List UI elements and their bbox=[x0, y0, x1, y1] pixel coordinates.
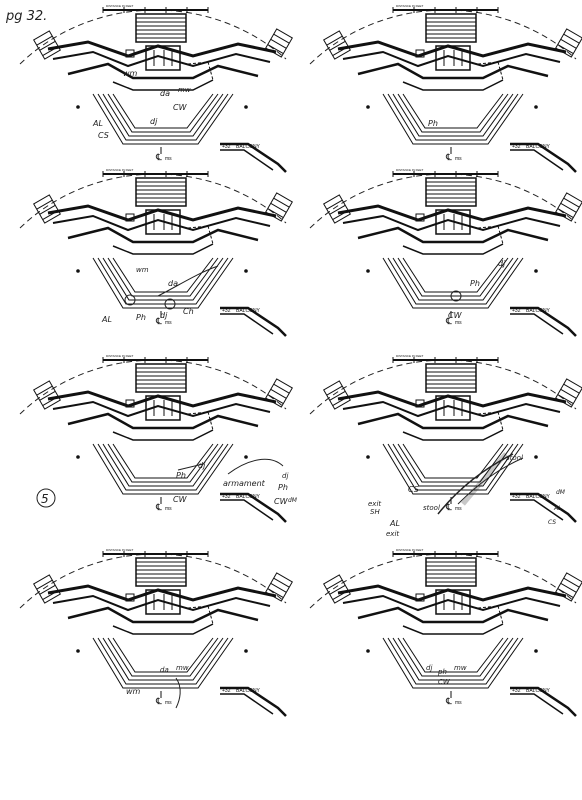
panel-2: DISTANCE IN FEET +32 BALCONY ℄ ms Ph bbox=[308, 4, 582, 174]
note: mw bbox=[178, 86, 191, 94]
balcony-elev: +32 bbox=[222, 308, 231, 314]
note: CW bbox=[448, 311, 463, 320]
scale-label: DISTANCE IN FEET bbox=[396, 354, 423, 358]
balcony-elev: +32 bbox=[222, 144, 231, 150]
page-label: pg 32. bbox=[5, 9, 47, 24]
center-sub: ms bbox=[455, 320, 462, 326]
note: mw bbox=[176, 664, 189, 672]
note: 5 bbox=[41, 492, 49, 506]
balcony-label: BALCONY bbox=[526, 144, 551, 150]
center-mark: ℄ bbox=[445, 316, 452, 326]
note: dj bbox=[498, 259, 506, 268]
note: Ph bbox=[176, 471, 186, 480]
scale-label: DISTANCE IN FEET bbox=[396, 548, 423, 552]
note: AL bbox=[92, 119, 103, 128]
scale-label: DISTANCE IN FEET bbox=[106, 354, 133, 358]
note: CW bbox=[274, 497, 289, 506]
panel-7: DISTANCE IN FEET +32 BALCONY ℄ ms da mw … bbox=[18, 548, 294, 718]
center-sub: ms bbox=[455, 700, 462, 706]
balcony-label: BALCONY bbox=[236, 144, 261, 150]
note: da bbox=[160, 666, 169, 674]
note: Ph bbox=[428, 119, 438, 128]
center-mark: ℄ bbox=[445, 152, 452, 162]
scale-label: DISTANCE IN FEET bbox=[106, 4, 133, 8]
note: da bbox=[168, 279, 178, 288]
scale-label: DISTANCE IN FEET bbox=[396, 4, 423, 8]
center-mark: ℄ bbox=[445, 502, 452, 512]
balcony-label: BALCONY bbox=[526, 308, 551, 314]
note: stool bbox=[506, 454, 523, 462]
note: CS bbox=[408, 485, 419, 494]
note: CW bbox=[438, 678, 451, 686]
note: wm bbox=[126, 687, 141, 696]
note: dM bbox=[556, 489, 566, 496]
center-sub: ms bbox=[455, 506, 462, 512]
scale-label: DISTANCE IN FEET bbox=[106, 168, 133, 172]
note: dj bbox=[282, 472, 288, 480]
panel-1: DISTANCE IN FEET +32 BALCONY ℄ ms wm da … bbox=[18, 4, 294, 174]
note: wm bbox=[136, 266, 149, 274]
note: SH bbox=[370, 508, 380, 516]
note: Ph bbox=[136, 313, 146, 322]
note: wm bbox=[123, 69, 138, 78]
note: dj bbox=[426, 664, 432, 672]
note: dj bbox=[198, 461, 206, 470]
panel-4: DISTANCE IN FEET +32 BALCONY ℄ ms dj Ph … bbox=[308, 168, 582, 338]
note: mw bbox=[454, 664, 467, 672]
balcony-label: BALCONY bbox=[236, 688, 261, 694]
note: exit bbox=[368, 500, 381, 508]
note: CW bbox=[173, 495, 188, 504]
center-mark: ℄ bbox=[155, 316, 162, 326]
note: exit bbox=[386, 530, 399, 538]
note: CS bbox=[98, 131, 109, 140]
note: dM bbox=[288, 497, 298, 504]
balcony-elev: +32 bbox=[512, 494, 521, 500]
scale-label: DISTANCE IN FEET bbox=[396, 168, 423, 172]
center-sub: ms bbox=[165, 506, 172, 512]
balcony-label: BALCONY bbox=[236, 308, 261, 314]
balcony-label: BALCONY bbox=[236, 494, 261, 500]
note: da bbox=[160, 89, 170, 98]
note: Ch bbox=[183, 307, 194, 316]
balcony-label: BALCONY bbox=[526, 494, 551, 500]
center-sub: ms bbox=[455, 156, 462, 162]
note: stool bbox=[423, 504, 440, 512]
balcony-elev: +32 bbox=[222, 688, 231, 694]
balcony-elev: +32 bbox=[222, 494, 231, 500]
scale-label: DISTANCE IN FEET bbox=[106, 548, 133, 552]
panel-6: DISTANCE IN FEET +32 BALCONY ℄ ms stool … bbox=[308, 354, 582, 538]
note: dj bbox=[160, 311, 168, 320]
note: dj bbox=[150, 117, 158, 126]
center-sub: ms bbox=[165, 700, 172, 706]
center-sub: ms bbox=[165, 320, 172, 326]
note: AL bbox=[553, 505, 561, 512]
note: armament bbox=[223, 479, 266, 488]
note: Ph bbox=[470, 279, 480, 288]
note: CW bbox=[173, 103, 188, 112]
note: AL bbox=[101, 315, 112, 324]
note: CS bbox=[548, 519, 556, 526]
balcony-elev: +32 bbox=[512, 308, 521, 314]
balcony-elev: +32 bbox=[512, 688, 521, 694]
balcony-label: BALCONY bbox=[526, 688, 551, 694]
center-mark: ℄ bbox=[155, 696, 162, 706]
center-mark: ℄ bbox=[445, 696, 452, 706]
note: ph bbox=[437, 668, 447, 676]
center-sub: ms bbox=[165, 156, 172, 162]
note: AL bbox=[389, 519, 400, 528]
note: Ph bbox=[278, 483, 288, 492]
panel-8: DISTANCE IN FEET +32 BALCONY ℄ ms dj ph … bbox=[308, 548, 582, 718]
panel-3: DISTANCE IN FEET +32 BALCONY ℄ ms wm da … bbox=[18, 168, 294, 338]
panel-5: DISTANCE IN FEET +32 BALCONY ℄ ms 5 Ph d… bbox=[18, 354, 298, 524]
center-mark: ℄ bbox=[155, 502, 162, 512]
center-mark: ℄ bbox=[155, 152, 162, 162]
balcony-elev: +32 bbox=[512, 144, 521, 150]
